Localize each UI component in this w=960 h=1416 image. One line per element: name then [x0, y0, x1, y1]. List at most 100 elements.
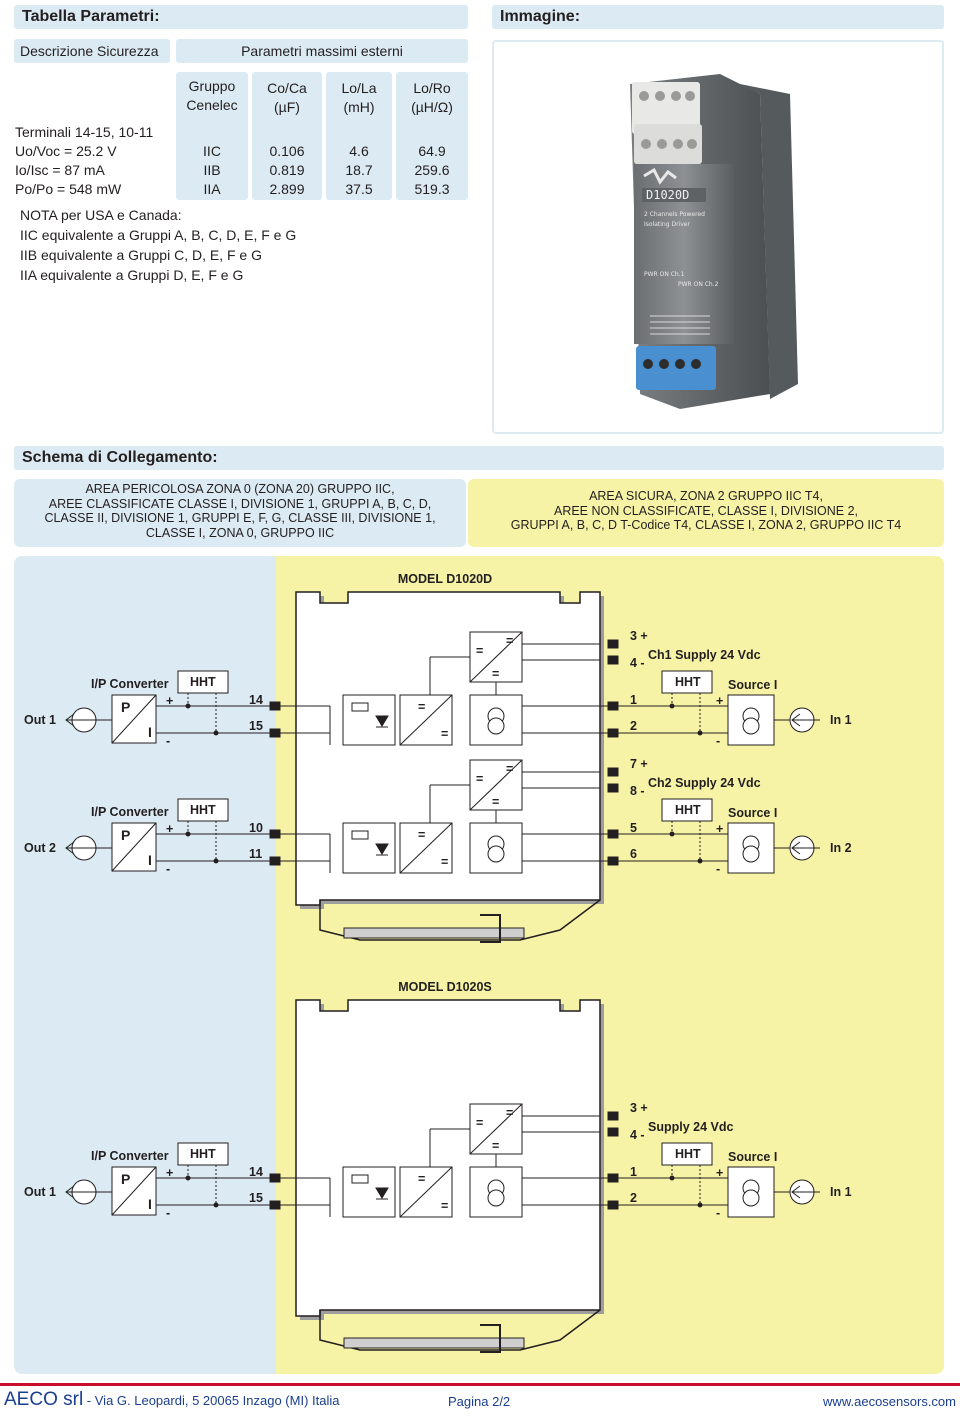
- ch1-t2: 2: [630, 719, 637, 733]
- hazard-line-2: CLASSE II, DIVISIONE 1, GRUPPI E, F, G, …: [44, 511, 436, 525]
- model1-label: MODEL D1020D: [397, 572, 493, 586]
- ch1-source: Source I: [728, 678, 778, 692]
- ch1-minus-left: -: [166, 734, 171, 748]
- col-coca-bg: [252, 72, 322, 200]
- ch1-eq-d: =: [506, 634, 514, 648]
- m2-p-label: P: [121, 1171, 131, 1187]
- m2-i-label: I: [148, 1196, 152, 1212]
- device-pwr1-text: PWR ON Ch.1: [644, 271, 685, 278]
- m2-eq-e: =: [492, 1139, 500, 1153]
- col-header-coca-1: Co/Ca: [267, 80, 307, 96]
- image-frame: [492, 40, 944, 434]
- ch1-hht-right: HHT: [675, 675, 701, 689]
- row-group-1: IIB: [203, 162, 221, 178]
- row-desc-0: Uo/Voc = 25.2 V: [15, 143, 117, 159]
- safe-line-0: AREA SICURA, ZONA 2 GRUPPO IIC T4,: [589, 489, 823, 503]
- m2-eq-c: =: [476, 1116, 484, 1130]
- ch2-plus-left: +: [166, 822, 174, 836]
- ch1-ip-converter-label: I/P Converter: [91, 677, 169, 691]
- footer-address: - Via G. Leopardi, 5 20065 Inzago (MI) I…: [83, 1393, 340, 1408]
- ch2-t6: 6: [630, 847, 637, 861]
- col-group-bg: [176, 72, 248, 200]
- terminals-label: Terminali 14-15, 10-11: [15, 124, 154, 140]
- device-sub1-text: 2 Channels Powered: [644, 211, 705, 218]
- m2-t2: 2: [630, 1191, 637, 1205]
- row-lr-0: 64.9: [418, 143, 446, 159]
- ch2-minus-right: -: [716, 862, 721, 876]
- ch2-t11: 11: [249, 847, 263, 861]
- ch1-plus-right: +: [716, 694, 724, 708]
- model2-label: MODEL D1020S: [398, 980, 492, 994]
- col-header-loro-2: (µH/Ω): [411, 99, 453, 115]
- ch2-t8: 8 -: [630, 784, 645, 798]
- ch2-t10: 10: [249, 821, 263, 835]
- row-co-2: 2.899: [269, 181, 305, 197]
- col-header-lola-1: Lo/La: [341, 80, 377, 96]
- ch1-t1: 1: [630, 693, 637, 707]
- ch1-plus-left: +: [166, 694, 174, 708]
- footer-rule: [0, 1383, 960, 1386]
- m2-eq-b: =: [441, 1199, 449, 1213]
- ch2-i-label: I: [148, 852, 152, 868]
- row-lr-2: 519.3: [414, 181, 450, 197]
- footer-left: AECO srl - Via G. Leopardi, 5 20065 Inza…: [4, 1389, 339, 1411]
- m2-eq-a: =: [418, 1172, 426, 1186]
- row-co-0: 0.106: [269, 143, 305, 159]
- device-sub2-text: Isolating Driver: [644, 221, 690, 228]
- row-lo-0: 4.6: [349, 143, 369, 159]
- ch1-eq-c: =: [476, 644, 484, 658]
- note-2: IIB equivalente a Gruppi C, D, E, F e G: [20, 247, 262, 263]
- ch2-out-label: Out 2: [24, 841, 56, 855]
- ch2-source: Source I: [728, 806, 778, 820]
- device-photo: D1020D 2 Channels Powered Isolating Driv…: [630, 74, 798, 409]
- ch1-in-label: In 1: [830, 713, 852, 727]
- row-lr-1: 259.6: [414, 162, 450, 178]
- m2-t3: 3 +: [630, 1101, 648, 1115]
- ch1-t15: 15: [249, 719, 263, 733]
- hazard-line-1: AREE CLASSIFICATE CLASSE I, DIVISIONE 1,…: [48, 496, 432, 511]
- m2-minus-left: -: [166, 1206, 171, 1220]
- hazard-line-3: CLASSE I, ZONA 0, GRUPPO IIC: [145, 525, 335, 540]
- col-loro-bg: [396, 72, 468, 200]
- safe-zone-box: AREA SICURA, ZONA 2 GRUPPO IIC T4, AREE …: [468, 479, 944, 547]
- col-header-lola-2: (mH): [343, 99, 375, 115]
- row-lo-1: 18.7: [345, 162, 373, 178]
- ch2-p-label: P: [121, 827, 131, 843]
- row-co-1: 0.819: [269, 162, 305, 178]
- ch2-eq-d: =: [506, 762, 514, 776]
- row-desc-2: Po/Po = 548 mW: [15, 181, 122, 197]
- ch2-hht-right: HHT: [675, 803, 701, 817]
- ch2-supply: Ch2 Supply 24 Vdc: [648, 776, 761, 790]
- footer-page: Pagina 2/2: [448, 1394, 511, 1409]
- m2-t1: 1: [630, 1165, 637, 1179]
- ch1-t4: 4 -: [630, 656, 645, 670]
- ch1-eq-e: =: [492, 667, 500, 681]
- m2-t15: 15: [249, 1191, 263, 1205]
- m2-out-label: Out 1: [24, 1185, 56, 1199]
- note-0: NOTA per USA e Canada:: [20, 207, 182, 223]
- schema-title: Schema di Collegamento:: [14, 446, 944, 470]
- ch2-minus-left: -: [166, 862, 171, 876]
- ch1-p-label: P: [121, 699, 131, 715]
- col-lola-bg: [326, 72, 392, 200]
- row-desc-1: Io/Isc = 87 mA: [15, 162, 105, 178]
- ch2-in-label: In 2: [830, 841, 852, 855]
- m2-hht-left: HHT: [190, 1147, 216, 1161]
- col-header-group-2: Cenelec: [186, 97, 238, 113]
- safe-line-2: GRUPPI A, B, C, D T-Codice T4, CLASSE I,…: [510, 518, 902, 532]
- ch1-t14: 14: [249, 693, 263, 707]
- ch2-t7: 7 +: [630, 757, 648, 771]
- ch2-eq-c: =: [476, 772, 484, 786]
- m2-plus-left: +: [166, 1166, 174, 1180]
- device-pwr2-text: PWR ON Ch.2: [678, 281, 719, 288]
- m2-in-label: In 1: [830, 1185, 852, 1199]
- ch1-supply: Ch1 Supply 24 Vdc: [648, 648, 761, 662]
- desc-header: Descrizione Sicurezza: [14, 39, 170, 63]
- ch1-i-label: I: [148, 724, 152, 740]
- row-group-2: IIA: [203, 181, 221, 197]
- footer-website[interactable]: www.aecosensors.com: [823, 1394, 956, 1409]
- m2-eq-d: =: [506, 1106, 514, 1120]
- ch2-eq-b: =: [441, 855, 449, 869]
- device-model-text: D1020D: [646, 188, 689, 202]
